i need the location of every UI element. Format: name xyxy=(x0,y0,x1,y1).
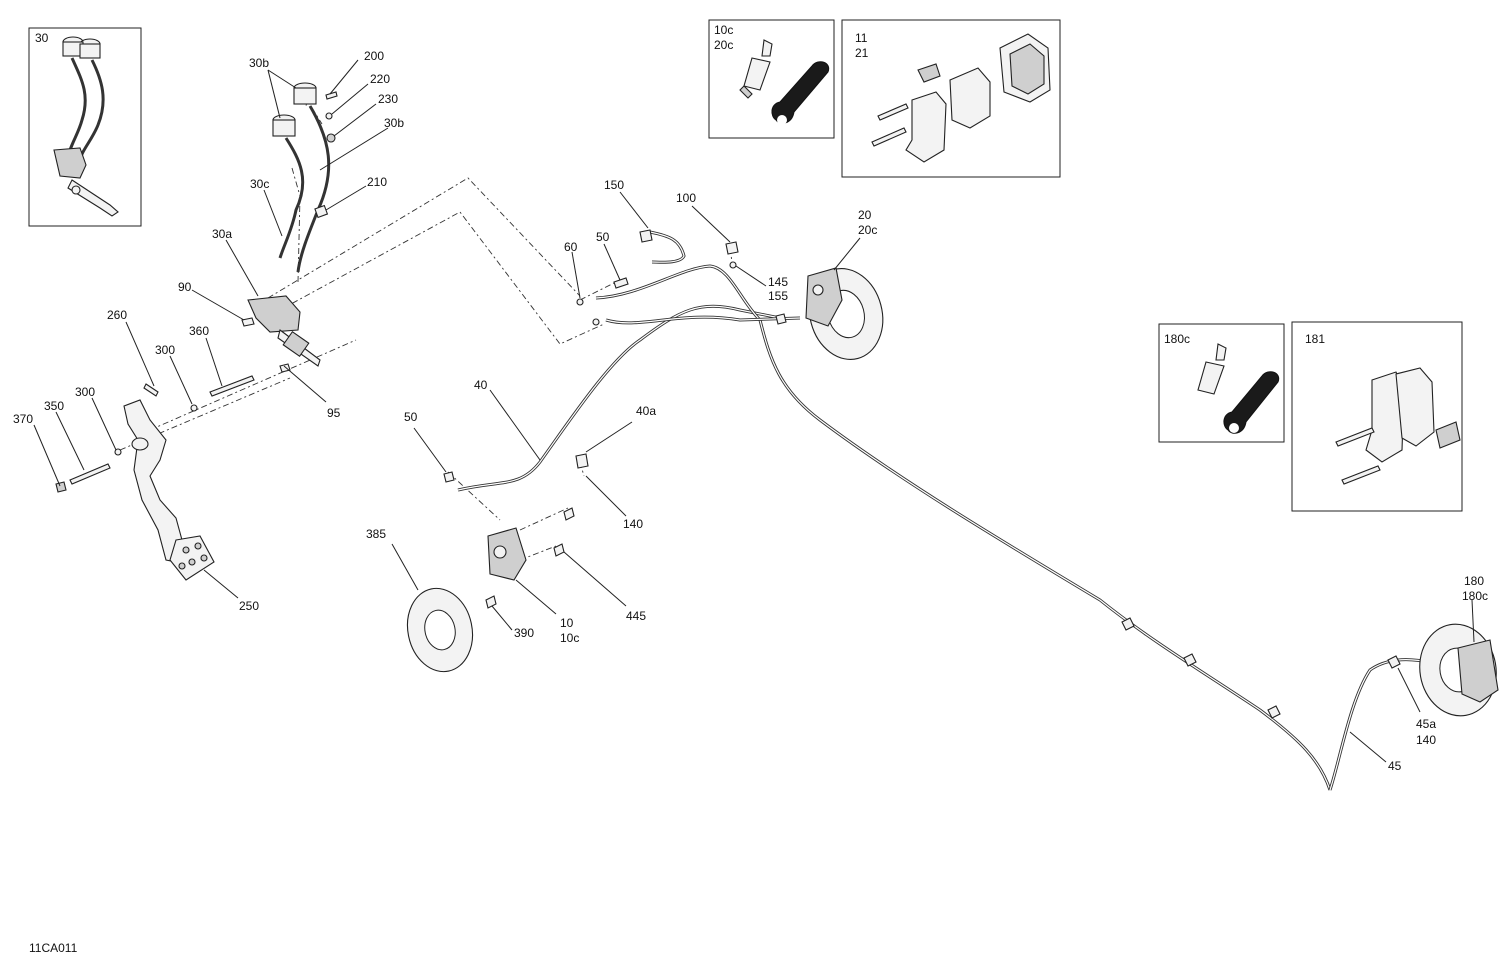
callout-370: 370 xyxy=(13,412,33,426)
callout-30: 30 xyxy=(35,31,49,45)
callout-90: 90 xyxy=(178,280,192,294)
callout-20c: 20c xyxy=(858,223,877,237)
callout-30b-2: 30b xyxy=(384,116,404,130)
callout-40a: 40a xyxy=(636,404,656,418)
callout-230: 230 xyxy=(378,92,398,106)
callout-180c-box: 180c xyxy=(1164,332,1190,346)
callout-30b: 30b xyxy=(249,56,269,70)
callout-350: 350 xyxy=(44,399,64,413)
caliper-disc-20 xyxy=(805,267,884,360)
callout-40: 40 xyxy=(474,378,488,392)
callout-300-2: 300 xyxy=(75,385,95,399)
callout-10c-box: 10c xyxy=(714,23,733,37)
inset-bleeder-10c-20c: 10c 20c xyxy=(708,19,835,139)
inset-brake-pads-11-21: 11 21 xyxy=(841,19,1061,178)
callout-50-2: 50 xyxy=(404,410,418,424)
callout-385: 385 xyxy=(366,527,386,541)
callout-45a: 45a xyxy=(1416,717,1436,731)
caliper-disc-180 xyxy=(1419,623,1499,717)
callout-20: 20 xyxy=(858,208,872,222)
callout-390: 390 xyxy=(514,626,534,640)
callout-labels: 30b 200 220 230 30b 210 30c 30a 90 260 3… xyxy=(13,49,1488,773)
callout-220: 220 xyxy=(370,72,390,86)
callout-445: 445 xyxy=(626,609,646,623)
callout-10c: 10c xyxy=(560,631,579,645)
master-cylinder-assembly xyxy=(241,82,338,373)
callout-181: 181 xyxy=(1305,332,1325,346)
brake-pedal xyxy=(55,375,255,581)
callout-100: 100 xyxy=(676,191,696,205)
callout-30c: 30c xyxy=(250,177,269,191)
callout-250: 250 xyxy=(239,599,259,613)
callout-155: 155 xyxy=(768,289,788,303)
callout-21: 21 xyxy=(855,46,869,60)
inset-master-cylinder-assembly: 30 xyxy=(28,27,142,227)
inset-bleeder-180c: 180c xyxy=(1158,323,1285,443)
callout-200: 200 xyxy=(364,49,384,63)
callout-210: 210 xyxy=(367,175,387,189)
callout-20c-box: 20c xyxy=(714,38,733,52)
brake-disc-385 xyxy=(406,587,497,673)
callout-95: 95 xyxy=(327,406,341,420)
callout-180c: 180c xyxy=(1462,589,1488,603)
callout-260: 260 xyxy=(107,308,127,322)
leader-lines xyxy=(33,59,1475,763)
brake-lines xyxy=(443,229,1461,791)
caliper-10 xyxy=(487,507,575,581)
callout-300: 300 xyxy=(155,343,175,357)
diagram-id: 11CA011 xyxy=(29,941,78,955)
callout-140-2: 140 xyxy=(1416,733,1436,747)
callout-60: 60 xyxy=(564,240,578,254)
callout-45: 45 xyxy=(1388,759,1402,773)
callout-180: 180 xyxy=(1464,574,1484,588)
callout-10: 10 xyxy=(560,616,574,630)
callout-30a: 30a xyxy=(212,227,232,241)
callout-360: 360 xyxy=(189,324,209,338)
callout-50: 50 xyxy=(596,230,610,244)
callout-140: 140 xyxy=(623,517,643,531)
callout-145: 145 xyxy=(768,275,788,289)
callout-150: 150 xyxy=(604,178,624,192)
callout-11: 11 xyxy=(855,31,868,45)
inset-brake-pads-181: 181 xyxy=(1291,321,1463,512)
